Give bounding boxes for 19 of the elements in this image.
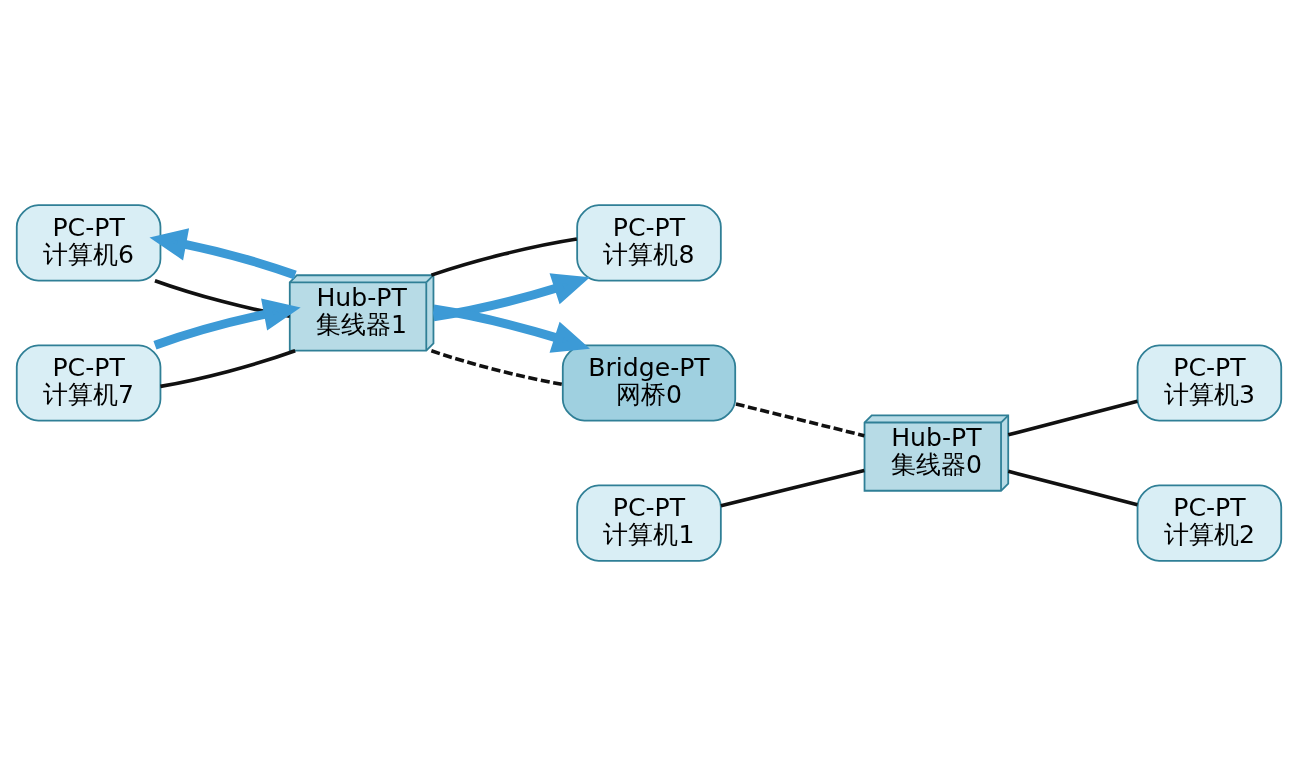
node-box: PC-PT 计算机8: [576, 204, 722, 282]
connector: [735, 402, 865, 438]
connector: [1007, 399, 1138, 437]
connector: [430, 349, 563, 387]
node-box: PC-PT 计算机3: [1136, 344, 1283, 422]
connector: [720, 468, 865, 508]
connector: [430, 237, 578, 277]
arrow: [149, 228, 297, 280]
node-box: PC-PT 计算机1: [576, 484, 722, 562]
node-box: PC-PT 计算机6: [15, 204, 162, 282]
node-box: PC-PT 计算机2: [1136, 484, 1283, 562]
arrow: [153, 298, 301, 350]
connector: [154, 279, 290, 319]
node-box: Bridge-PT 网桥0: [561, 344, 737, 422]
connector: [1007, 469, 1138, 507]
connector: [160, 349, 296, 389]
node-box: PC-PT 计算机7: [15, 344, 162, 422]
arrow: [432, 273, 590, 322]
arrow: [432, 304, 590, 353]
